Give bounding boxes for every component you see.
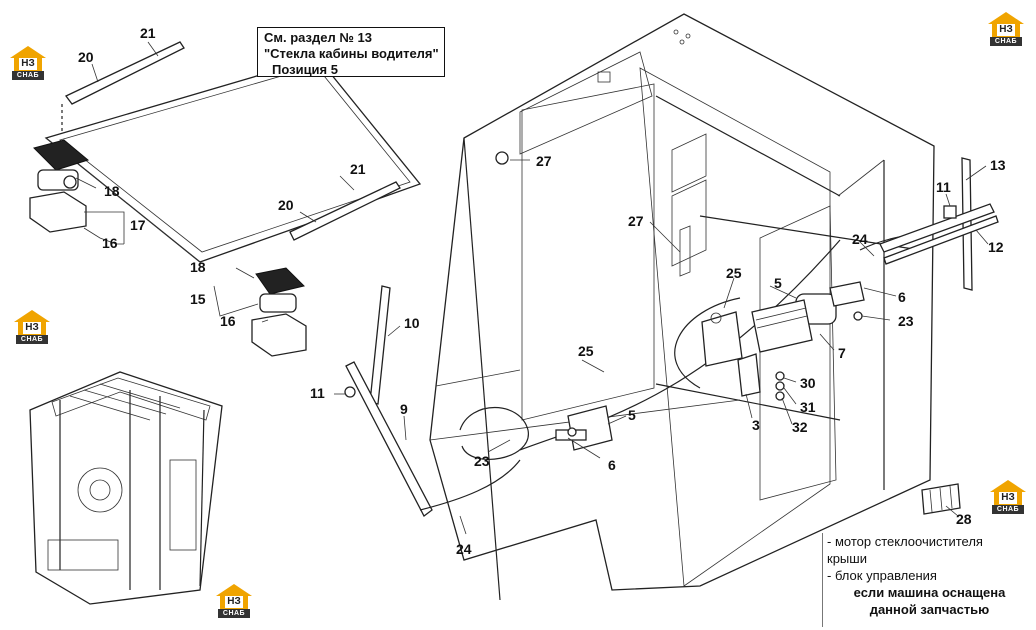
callout-21: 21	[140, 25, 156, 41]
callout-24: 24	[852, 231, 868, 247]
control-unit	[751, 299, 813, 353]
roof-motor-upper	[29, 139, 90, 233]
callout-20: 20	[278, 197, 294, 213]
note-line-1: - мотор стеклоочистителя	[827, 534, 983, 549]
callout-6: 6	[608, 457, 616, 473]
cab-overview	[29, 371, 223, 605]
callout-27: 27	[628, 213, 644, 229]
callout-3: 3	[752, 417, 760, 433]
bracket-3	[737, 353, 761, 397]
callout-18: 18	[190, 259, 206, 275]
roof-wiper-arm-lower	[289, 181, 401, 241]
callout-6: 6	[898, 289, 906, 305]
reference-line-3: Позиция 5	[272, 62, 338, 77]
callout-11: 11	[936, 179, 951, 195]
callout-labels: 20 21 18 17 16 21 20 18 15 16 10 11 9 23…	[78, 25, 1006, 557]
callout-18: 18	[104, 183, 120, 199]
callout-24: 24	[456, 541, 472, 557]
callout-17: 17	[130, 217, 146, 233]
roof-glass	[44, 57, 422, 263]
callout-23: 23	[474, 453, 490, 469]
callout-9: 9	[400, 401, 408, 417]
callout-16: 16	[220, 313, 236, 329]
reference-line-2: "Стекла кабины водителя"	[264, 46, 439, 61]
footnote: - мотор стеклоочистителя крыши - блок уп…	[822, 533, 1032, 627]
note-line-3: - блок управления	[827, 568, 937, 583]
callout-13: 13	[990, 157, 1006, 173]
callout-25: 25	[578, 343, 594, 359]
callout-32: 32	[792, 419, 808, 435]
callout-30: 30	[800, 375, 816, 391]
roof-wiper-arm-top	[61, 41, 185, 134]
reference-line-1: См. раздел № 13	[264, 30, 372, 45]
callout-23: 23	[898, 313, 914, 329]
callout-5: 5	[628, 407, 636, 423]
callout-10: 10	[404, 315, 420, 331]
rear-wiper	[879, 157, 999, 291]
cab-frame	[429, 13, 935, 601]
callout-25: 25	[726, 265, 742, 281]
callout-20: 20	[78, 49, 94, 65]
note-line-2: крыши	[827, 551, 867, 566]
callout-28: 28	[956, 511, 972, 527]
section-reference-box: См. раздел № 13 "Стекла кабины водителя"…	[257, 27, 445, 77]
callout-31: 31	[800, 399, 816, 415]
callout-7: 7	[838, 345, 846, 361]
washer-bottle	[701, 311, 743, 367]
door-wiper	[344, 285, 433, 517]
door-motor	[555, 405, 613, 451]
callout-16: 16	[102, 235, 118, 251]
washers-30-32	[775, 371, 785, 401]
callout-5: 5	[774, 275, 782, 291]
callout-12: 12	[988, 239, 1004, 255]
note-line-4: если машина оснащена	[853, 585, 1006, 600]
callout-15: 15	[190, 291, 206, 307]
callout-27: 27	[536, 153, 552, 169]
relay-28	[921, 483, 961, 515]
note-line-5: данной запчастью	[869, 602, 990, 617]
roof-motor-lower	[251, 267, 307, 357]
leader-lines	[75, 41, 989, 535]
callout-21: 21	[350, 161, 366, 177]
callout-11: 11	[310, 385, 325, 401]
